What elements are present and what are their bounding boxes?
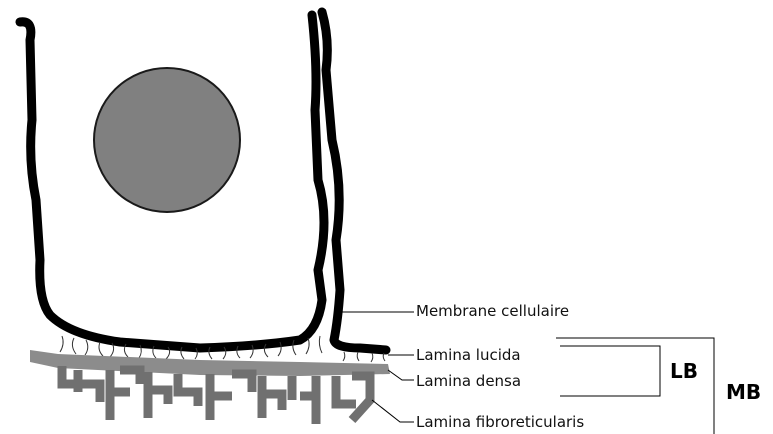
- nucleus: [94, 68, 240, 212]
- lb-bracket: [560, 346, 660, 396]
- label-lb: LB: [670, 360, 698, 382]
- label-lamina-fibroreticularis: Lamina fibroreticularis: [416, 413, 584, 431]
- label-lamina-densa: Lamina densa: [416, 372, 521, 390]
- lamina-densa-band: [30, 350, 390, 376]
- label-mb: MB: [726, 381, 761, 403]
- label-membrane-cellulaire: Membrane cellulaire: [416, 302, 569, 320]
- label-lamina-lucida: Lamina lucida: [416, 346, 521, 364]
- cell-membrane-right: [322, 12, 386, 350]
